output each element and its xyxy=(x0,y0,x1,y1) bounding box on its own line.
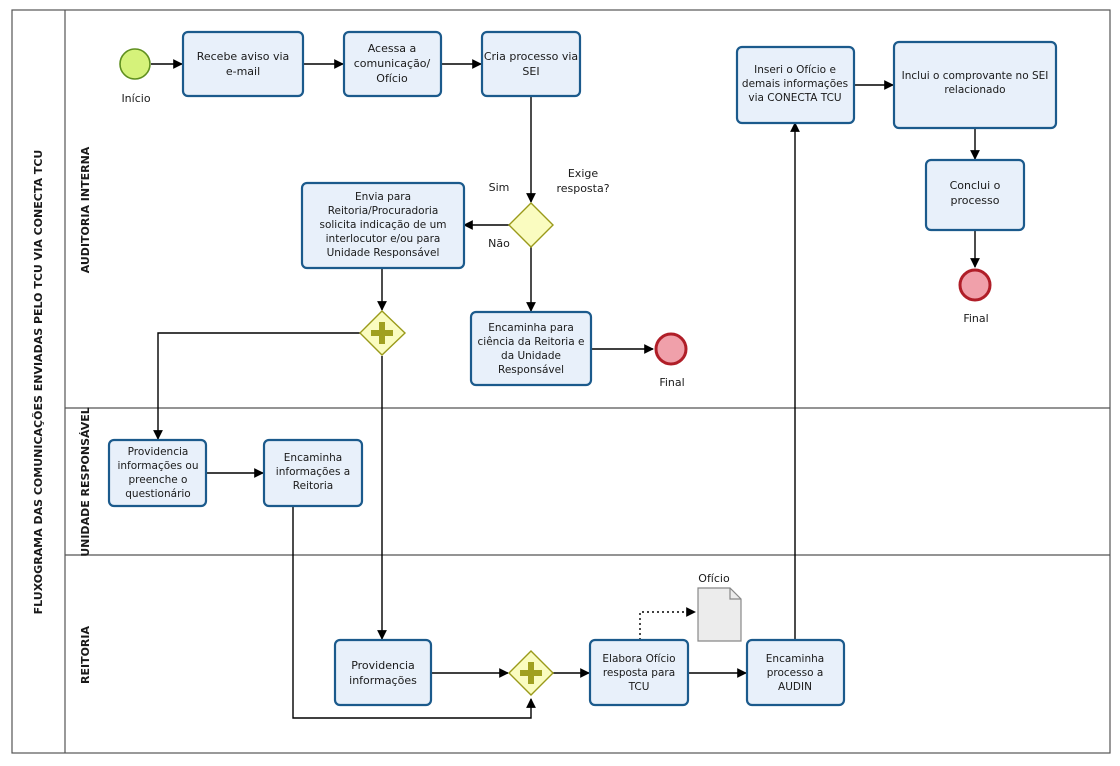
task-encaminha-audin xyxy=(745,638,846,707)
task-providencia-unid-line-2: informações ou xyxy=(117,460,198,472)
gateway-question-line-2: resposta? xyxy=(556,182,609,195)
task-cria-line-1: Cria processo via xyxy=(484,50,578,63)
task-inseri-line-1: Inseri o Ofício e xyxy=(754,64,836,76)
task-conclui-line-2: processo xyxy=(950,194,999,207)
end-event-1-label: Final xyxy=(659,376,684,389)
gateway-question-line-1: Exige xyxy=(568,167,598,180)
gateway-yes-label: Sim xyxy=(489,181,510,194)
task-cria-line-2: SEI xyxy=(522,65,539,78)
task-envia-line-5: Unidade Responsável xyxy=(327,247,440,259)
task-providencia-unid-line-1: Providencia xyxy=(128,446,189,458)
task-recebe-aviso-line-2: e-mail xyxy=(226,65,260,78)
flow-encaminha-join xyxy=(292,506,536,719)
task-encaminha-ciencia xyxy=(469,310,593,387)
task-envia-line-1: Envia para xyxy=(355,191,411,203)
end-event-2-label: Final xyxy=(963,312,988,325)
task-providencia-unid-line-3: preenche o xyxy=(129,474,188,486)
end-event-2 xyxy=(958,268,992,302)
start-event-label: Início xyxy=(121,92,150,105)
flow-parallel-unidade xyxy=(153,332,360,440)
lane-label-auditoria: AUDITORIA INTERNA xyxy=(79,146,92,273)
task-elabora-oficio xyxy=(588,638,690,707)
decision-gateway xyxy=(508,202,554,248)
task-acessa-line-2: comunicação/ xyxy=(354,57,431,70)
task-providencia-unid-line-4: questionário xyxy=(125,488,190,500)
task-encaminha-reit-line-2: informações a xyxy=(276,466,350,478)
task-providencia-unidade xyxy=(107,438,208,508)
task-encaminha-reit-line-1: Encaminha xyxy=(284,452,342,464)
task-inclui-line-1: Inclui o comprovante no SEI xyxy=(902,70,1049,82)
task-inseri-oficio xyxy=(735,45,856,125)
task-encaminha-ciencia-line-1: Encaminha para xyxy=(488,322,574,334)
end-event-1 xyxy=(654,332,688,366)
task-recebe-aviso xyxy=(181,30,305,98)
task-acessa-line-1: Acessa a xyxy=(368,42,417,55)
task-encaminha-audin-line-2: processo a xyxy=(767,667,824,679)
start-event xyxy=(119,48,151,80)
task-encaminha-ciencia-line-4: Responsável xyxy=(498,364,564,376)
document-oficio-icon xyxy=(697,587,742,642)
task-elabora-line-2: resposta para xyxy=(603,667,675,679)
task-encaminha-ciencia-line-3: da Unidade xyxy=(501,350,561,362)
task-encaminha-reit-line-3: Reitoria xyxy=(293,480,333,492)
parallel-gateway-split xyxy=(359,310,407,356)
task-envia-reitoria xyxy=(300,181,466,270)
pool-border xyxy=(11,9,1111,754)
association-elabora-oficio xyxy=(639,607,696,640)
task-providencia-reit-line-2: informações xyxy=(349,674,417,687)
document-oficio-label: Ofício xyxy=(698,572,730,585)
gateway-no-label: Não xyxy=(488,237,510,250)
task-elabora-line-3: TCU xyxy=(628,681,650,693)
task-conclui-processo xyxy=(924,158,1026,232)
task-inclui-line-2: relacionado xyxy=(944,84,1005,96)
task-encaminha-audin-line-3: AUDIN xyxy=(778,681,812,693)
task-acessa-comunicacao xyxy=(342,30,443,98)
task-inclui-comprovante xyxy=(892,40,1058,130)
task-envia-line-4: interlocutor e/ou para xyxy=(326,233,441,245)
task-conclui-line-1: Conclui o xyxy=(950,179,1001,192)
lane-label-unidade: UNIDADE RESPONSÁVEL xyxy=(79,407,92,557)
task-encaminha-audin-line-1: Encaminha xyxy=(766,653,824,665)
lane-label-reitoria: REITORIA xyxy=(79,626,92,684)
sequence-flows xyxy=(151,59,980,719)
task-inseri-line-2: demais informações xyxy=(742,78,848,90)
task-recebe-aviso-line-1: Recebe aviso via xyxy=(197,50,290,63)
task-envia-line-3: solicita indicação de um xyxy=(320,219,447,231)
task-cria-processo xyxy=(480,30,582,98)
task-providencia-reit-line-1: Providencia xyxy=(351,659,415,672)
task-encaminha-reitoria xyxy=(262,438,364,508)
pool-title: FLUXOGRAMA DAS COMUNICAÇÕES ENVIADAS PEL… xyxy=(32,150,45,615)
task-acessa-line-3: Ofício xyxy=(376,72,408,85)
task-inseri-line-3: via CONECTA TCU xyxy=(748,92,841,104)
task-providencia-reitoria xyxy=(333,638,433,707)
task-envia-line-2: Reitoria/Procuradoria xyxy=(328,205,439,217)
task-encaminha-ciencia-line-2: ciência da Reitoria e xyxy=(478,336,585,348)
task-elabora-line-1: Elabora Ofício xyxy=(602,653,675,665)
parallel-gateway-join xyxy=(508,650,554,696)
